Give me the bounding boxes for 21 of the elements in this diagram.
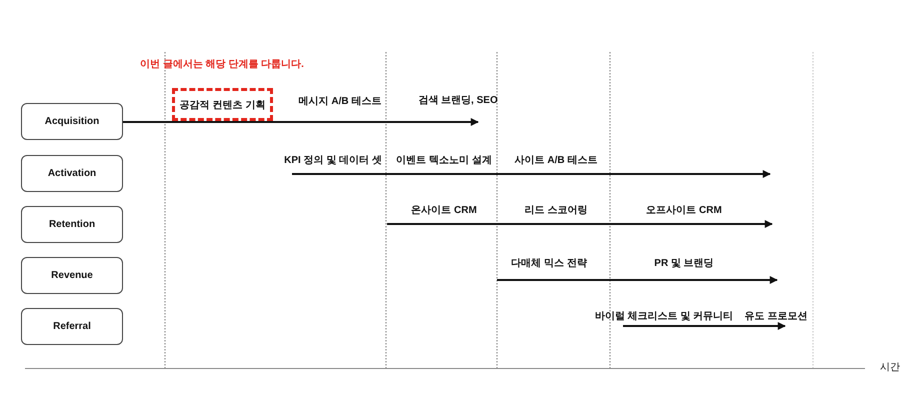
stage-box: Retention xyxy=(21,206,123,243)
stage-box: Referral xyxy=(21,308,123,345)
task-label: 메시지 A/B 테스트 xyxy=(298,96,382,108)
task-label: PR 및 브랜딩 xyxy=(654,258,714,270)
task-label: 사이트 A/B 테스트 xyxy=(514,155,598,167)
task-label: 다매체 믹스 전략 xyxy=(511,258,587,270)
stage-box: Activation xyxy=(21,155,123,192)
task-label: 유도 프로모션 xyxy=(744,311,808,323)
task-label: 리드 스코어링 xyxy=(524,205,588,217)
axis-label: 시간 xyxy=(880,362,900,374)
task-label: 검색 브랜딩, SEO xyxy=(418,95,498,107)
stage-box: Acquisition xyxy=(21,103,123,140)
note-text: 이번 글에서는 해당 단계를 다룹니다. xyxy=(140,59,304,71)
task-label: 바이럴 체크리스트 및 커뮤니티 xyxy=(594,311,734,323)
stage-box: Revenue xyxy=(21,257,123,294)
task-label: KPI 정의 및 데이터 셋 xyxy=(284,155,382,167)
highlight-box: 공감적 컨텐츠 기획 xyxy=(172,88,273,121)
task-label: 오프사이트 CRM xyxy=(646,205,722,217)
arrow xyxy=(123,118,479,126)
task-label: 이벤트 텍소노미 설계 xyxy=(396,155,492,167)
task-label: 온사이트 CRM xyxy=(411,205,477,217)
